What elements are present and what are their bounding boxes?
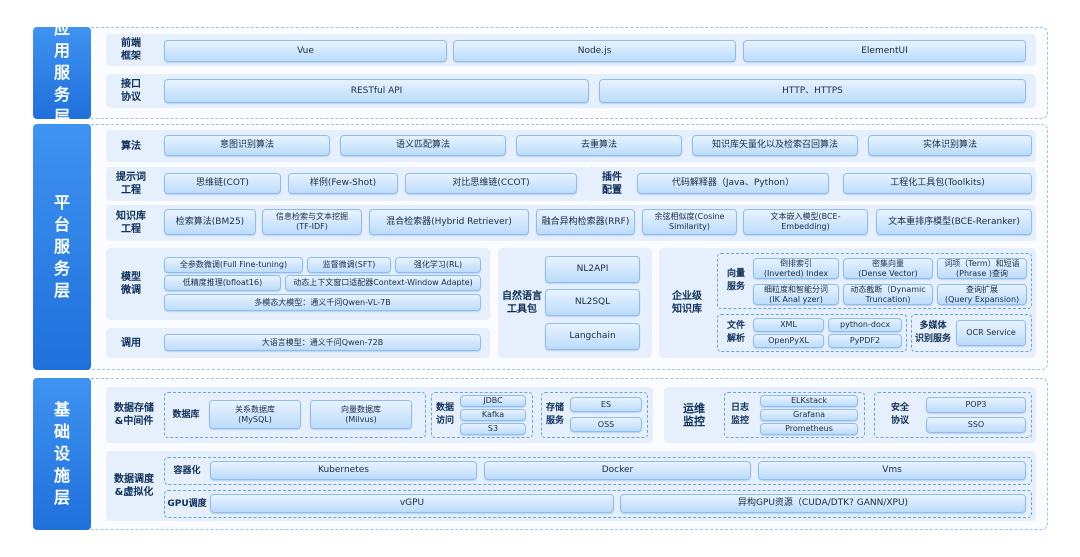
chip-prometheus: Prometheus [760, 423, 858, 435]
chip-algo-kbvector: 知识库矢量化以及检索召回算法 [692, 135, 858, 156]
multimedia-group [911, 314, 1032, 352]
chip-dense-vector: 密集向量 (Dense Vector) [843, 258, 933, 279]
chip-kubernetes: Kubernetes [210, 461, 477, 480]
chip-inverted-index: 倒排索引 (Inverted) Index [753, 258, 839, 279]
log-monitor-group [724, 392, 865, 438]
ekb-label: 企业级 知识库 [672, 291, 702, 315]
nlp-label: 自然语言 工具包 [502, 291, 542, 315]
vector-label: 向量 服务 [726, 269, 745, 292]
chip-elkstack: ELKstack [760, 395, 858, 407]
vector-service-group [717, 253, 1032, 309]
app-layer-title: 应用服务层 [33, 19, 91, 126]
chip-xml: XML [753, 318, 824, 332]
chip-grafana: Grafana [760, 409, 858, 421]
multimedia-label: 多媒体 识别服务 [914, 321, 951, 344]
chip-vms: Vms [758, 461, 1026, 480]
chip-ik-analyzer: 细粒度和智能分词 (IK Anal yzer) [753, 284, 839, 305]
chip-openpyxl: OpenPyXL [753, 334, 824, 348]
chip-cot: 思维链(COT) [164, 173, 281, 194]
chip-hetero-gpu: 异构GPU资源（CUDA/DTK? GANN/XPU) [620, 494, 1026, 513]
chip-rrf: 融合异构检索器(RRF) [536, 209, 635, 235]
chip-ccot: 对比思维链(CCOT) [405, 173, 577, 194]
chip-hybrid: 混合检索器(Hybrid Retriever) [369, 209, 529, 235]
db-group [164, 392, 426, 438]
algo-label: 算法 [121, 140, 141, 152]
chip-pop3: POP3 [926, 397, 1026, 413]
file-parse-group [717, 314, 907, 352]
chip-context-window: 动态上下文窗口适配器Context-Window Adapte) [285, 275, 481, 291]
container-label: 容器化 [173, 465, 201, 476]
chip-ocr-service: OCR Service [956, 320, 1026, 346]
chip-qwen-vl: 多模态大模型：通义千问Qwen-VL-7B [164, 294, 481, 311]
chip-es: ES [570, 397, 642, 412]
chip-kafka: Kafka [460, 409, 526, 421]
chip-tfidf: 信息检索与文本挖掘 (TF-IDF) [262, 209, 362, 235]
db-label: 数据库 [172, 409, 200, 420]
log-label: 日志 监控 [730, 403, 749, 426]
chip-fullft: 全参数微调(Full Fine-tuning) [164, 257, 303, 273]
chip-python-docx: python-docx [828, 318, 902, 332]
storage-label: 数据存储 &中间件 [114, 403, 154, 427]
invoke-label: 调用 [121, 337, 141, 349]
chip-docker: Docker [484, 461, 751, 480]
chip-qwen-72b: 大语言模型：通义千问Qwen-72B [164, 334, 481, 351]
chip-query-expansion: 查询扩展 (Query Expansion) [937, 284, 1027, 305]
chip-dynamic-truncation: 动态截断（Dynamic Truncation) [843, 284, 933, 305]
file-label: 文件 解析 [726, 321, 745, 344]
chip-algo-entity: 实体识别算法 [868, 135, 1032, 156]
finetune-label: 模型 微调 [121, 272, 141, 296]
kb-label: 知识库 工程 [116, 211, 146, 235]
chip-oss: OSS [570, 417, 642, 432]
data-access-group [431, 392, 533, 438]
chip-bce-reranker: 文本重排序模型(BCE-Reranker) [876, 209, 1032, 235]
frontend-label: 前端 框架 [121, 38, 141, 62]
chip-milvus: 向量数据库 (Milvus) [310, 400, 412, 429]
chip-term-phrase: 词项（Term）和短语 (Phrase )查询 [937, 258, 1027, 279]
security-group [874, 392, 1032, 438]
chip-vue: Vue [164, 40, 447, 62]
sched-label: 数据调度 &虚拟化 [114, 474, 154, 498]
gpu-label: GPU调度 [167, 498, 207, 509]
chip-http: HTTP、HTTPS [599, 79, 1026, 103]
access-label: 数据 访问 [435, 403, 454, 426]
api-label: 接口 协议 [121, 79, 141, 103]
ops-label: 运维 监控 [683, 402, 705, 428]
chip-nl2api: NL2API [545, 256, 640, 283]
store-label: 存储 服务 [545, 403, 564, 426]
chip-restful: RESTful API [164, 79, 589, 103]
infra-layer-title: 基础设施层 [33, 378, 91, 530]
container-group [164, 457, 1032, 485]
chip-rl: 强化学习(RL) [395, 257, 481, 273]
chip-pypdf2: PyPDF2 [828, 334, 902, 348]
chip-nl2sql: NL2SQL [545, 289, 640, 316]
chip-jdbc: JDBC [460, 395, 526, 407]
sec-label: 安全 协议 [890, 403, 909, 426]
chip-sft: 监督微调(SFT) [307, 257, 391, 273]
chip-sso: SSO [926, 417, 1026, 433]
chip-s3: S3 [460, 423, 526, 435]
chip-bm25: 检索算法(BM25) [164, 209, 256, 235]
storage-service-group [541, 392, 648, 438]
prompt-label: 提示词 工程 [116, 172, 146, 196]
chip-vgpu: vGPU [210, 494, 614, 513]
chip-fewshot: 样例(Few-Shot) [288, 173, 398, 194]
chip-toolkits: 工程化工具包(Toolkits) [843, 173, 1032, 194]
chip-algo-semantic: 语义匹配算法 [340, 135, 506, 156]
chip-algo-intent: 意图识别算法 [164, 135, 330, 156]
chip-bce-embedding: 文本嵌入模型(BCE- Embedding) [743, 209, 868, 235]
gpu-group [164, 490, 1032, 518]
chip-code-interpreter: 代码解释器（Java、Python） [637, 173, 829, 194]
chip-cosine: 余弦相似度(Cosine Similarity) [642, 209, 737, 235]
chip-elementui: ElementUI [743, 40, 1026, 62]
chip-langchain: Langchain [545, 323, 640, 350]
platform-layer-title: 平台服务层 [33, 124, 91, 370]
chip-bfloat16: 低精度推理(bfloat16) [164, 275, 281, 291]
chip-mysql: 关系数据库 (MySQL) [209, 400, 301, 429]
chip-nodejs: Node.js [453, 40, 736, 62]
chip-algo-dedup: 去重算法 [516, 135, 682, 156]
plugin-label: 插件 配置 [602, 172, 622, 196]
